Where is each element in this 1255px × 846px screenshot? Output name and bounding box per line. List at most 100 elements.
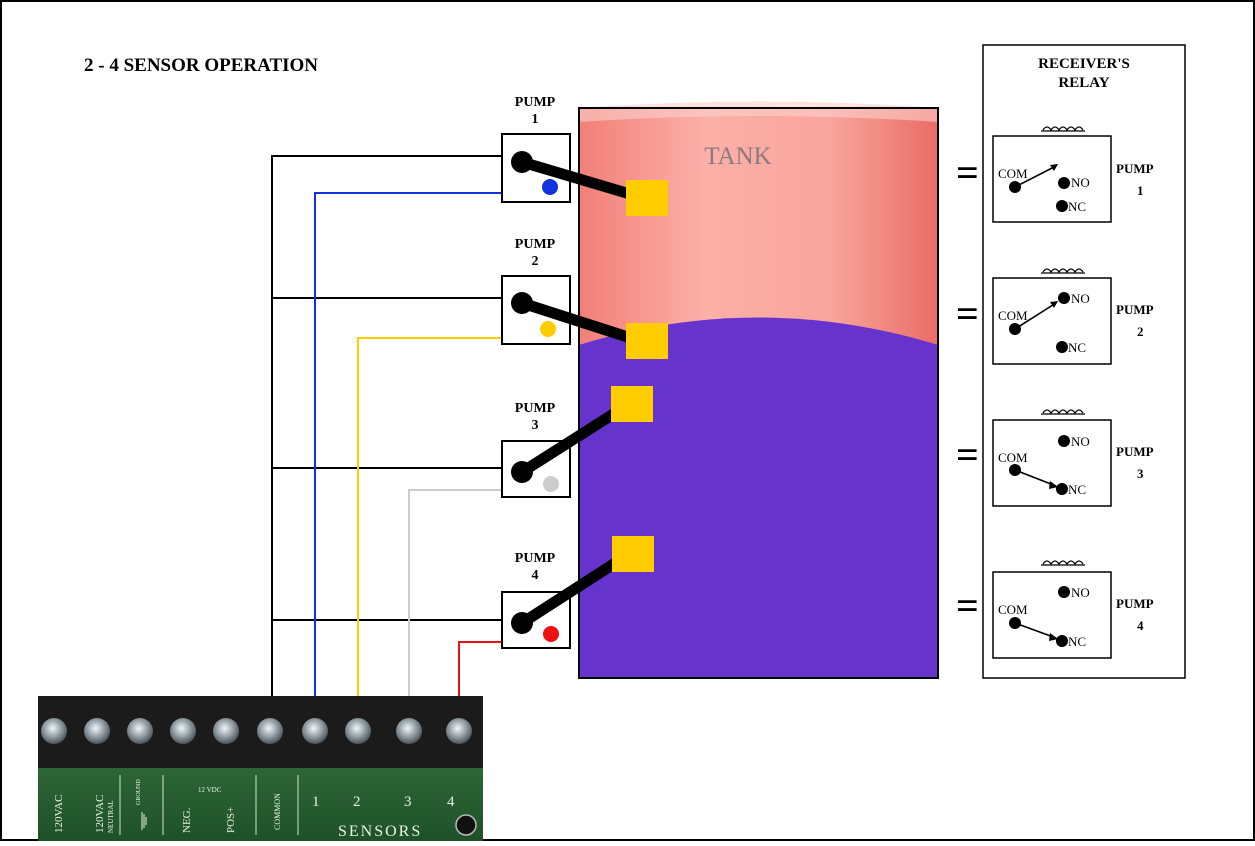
- relay-4-coil-icon: [1042, 560, 1084, 566]
- pump-4-label-line1: PUMP: [515, 551, 556, 566]
- pump-3-float: [611, 386, 653, 422]
- relay-4-no-terminal: [1058, 586, 1070, 598]
- pump-2-float-arm: [520, 297, 642, 347]
- pcb-mounting-hole: [455, 814, 477, 836]
- relay-2-com-label: COM: [998, 308, 1028, 323]
- relay-4-pump-label-line1: PUMP: [1116, 596, 1154, 611]
- pump-2-pivot: [511, 292, 533, 314]
- relay-3-pump-label-line2: 3: [1137, 466, 1144, 481]
- pcb-label-12vdc: 12 VDC: [198, 786, 222, 794]
- relay-2-no-terminal: [1058, 292, 1070, 304]
- relay-1-box: [992, 135, 1112, 223]
- terminal-screws: [41, 718, 472, 744]
- pump-4-label-line2: 4: [532, 568, 539, 583]
- relay-4-com-label: COM: [998, 602, 1028, 617]
- relay-3-no-terminal: [1058, 435, 1070, 447]
- pump-2-label-line2: 2: [532, 254, 539, 269]
- screw-2: [84, 718, 110, 744]
- tank-outline: [578, 107, 939, 679]
- relay-3-contact-arrow: [1049, 481, 1058, 489]
- equals-sign-2: =: [956, 291, 979, 336]
- relay-1-contact-arm: [1014, 165, 1057, 188]
- pump-3-float-arm: [519, 401, 629, 477]
- relay-1-no-terminal: [1058, 177, 1070, 189]
- relay-3: COM NO NC PUMP 3: [992, 409, 1154, 507]
- pump-1-float-arm: [520, 156, 642, 203]
- screw-1: [41, 718, 67, 744]
- relay-1-pump-label-line1: PUMP: [1116, 161, 1154, 176]
- relay-1-no-label: NO: [1071, 175, 1090, 190]
- pcb-label-pos: POS+: [225, 807, 237, 833]
- pcb-label-sensors: SENSORS: [338, 823, 422, 840]
- screw-6: [257, 718, 283, 744]
- relay-2-nc-label: NC: [1068, 340, 1086, 355]
- pump-3-label-line1: PUMP: [515, 401, 556, 416]
- relay-2-pump-label-line1: PUMP: [1116, 302, 1154, 317]
- relay-1: COM NO NC PUMP 1: [992, 126, 1154, 223]
- pump-4-pivot: [511, 612, 533, 634]
- pcb-label-sensor-4: 4: [447, 794, 455, 810]
- pump-1-label-line2: 1: [532, 112, 539, 127]
- pump-2-float: [626, 323, 668, 359]
- pcb-dividers: [119, 775, 299, 835]
- relay-3-com-label: COM: [998, 450, 1028, 465]
- equals-sign-1: =: [956, 150, 979, 195]
- relay-panel-title-line1: RECEIVER'S: [1038, 56, 1130, 72]
- pcb-label-120vac-2: 120VAC: [94, 795, 106, 833]
- relay-3-no-label: NO: [1071, 434, 1090, 449]
- ground-icon: [141, 812, 147, 830]
- screw-8: [345, 718, 371, 744]
- relay-panel: RECEIVER'S RELAY COM NO NC PUMP 1 COM NO: [982, 44, 1186, 679]
- pcb-label-neutral: NEUTRAL: [107, 800, 115, 833]
- relay-3-box: [992, 419, 1112, 507]
- pcb-label-common: COMMON: [273, 793, 282, 830]
- pump-3-pivot: [511, 461, 533, 483]
- common-wire: [271, 155, 502, 705]
- relay-4-contact-arm: [1014, 622, 1057, 639]
- pump-1-sensor-dot: [542, 179, 558, 195]
- screw-3: [127, 718, 153, 744]
- pump-1-pivot: [511, 151, 533, 173]
- screw-10: [446, 718, 472, 744]
- relay-2-no-label: NO: [1071, 291, 1090, 306]
- pump-2-label-line1: PUMP: [515, 237, 556, 252]
- relay-2: COM NO NC PUMP 2: [992, 268, 1154, 365]
- pump-3-sensor-dot: [543, 476, 559, 492]
- relay-2-contact-arrow: [1050, 301, 1058, 308]
- relay-3-nc-label: NC: [1068, 482, 1086, 497]
- pump-4-sensor-dot: [543, 626, 559, 642]
- equals-signs: = = = =: [956, 150, 979, 628]
- pcb-labels: 120VAC 120VAC NEUTRAL GROUND NEG. 12 VDC…: [53, 779, 455, 840]
- relay-2-pump-label-line2: 2: [1137, 324, 1144, 339]
- pump-switches: PUMP 1 PUMP 2 PUMP 3 PUMP 4: [501, 95, 668, 649]
- relay-1-com-label: COM: [998, 166, 1028, 181]
- screw-5: [213, 718, 239, 744]
- relay-4-no-label: NO: [1071, 585, 1090, 600]
- pump-4-float-arm: [519, 551, 629, 628]
- relay-3-pump-label-line1: PUMP: [1116, 444, 1154, 459]
- diagram-title: 2 - 4 SENSOR OPERATION: [84, 55, 318, 76]
- tank-label: TANK: [704, 143, 771, 170]
- relay-1-contact-arrow: [1050, 164, 1058, 171]
- relay-1-nc-terminal: [1056, 200, 1068, 212]
- pcb-label-sensor-1: 1: [312, 794, 320, 810]
- relay-4-pump-label-line2: 4: [1137, 618, 1144, 633]
- tank-rim-highlight: [579, 101, 938, 122]
- pump-3-label-line2: 3: [532, 418, 539, 433]
- relay-2-box: [992, 277, 1112, 365]
- relay-2-nc-terminal: [1056, 341, 1068, 353]
- terminal-board: 120VAC 120VAC NEUTRAL GROUND NEG. 12 VDC…: [38, 696, 483, 841]
- relay-1-nc-label: NC: [1068, 199, 1086, 214]
- pcb-label-neg: NEG.: [181, 807, 193, 833]
- pcb-label-sensor-2: 2: [353, 794, 361, 810]
- relay-3-contact-arm: [1014, 469, 1057, 487]
- pcb-label-sensor-3: 3: [404, 794, 412, 810]
- screw-4: [170, 718, 196, 744]
- relay-4-nc-terminal: [1056, 635, 1068, 647]
- relay-4-box: [992, 571, 1112, 659]
- relay-3-nc-terminal: [1056, 483, 1068, 495]
- relay-4-nc-label: NC: [1068, 634, 1086, 649]
- equals-sign-4: =: [956, 583, 979, 628]
- pump-1-label-line1: PUMP: [515, 95, 556, 110]
